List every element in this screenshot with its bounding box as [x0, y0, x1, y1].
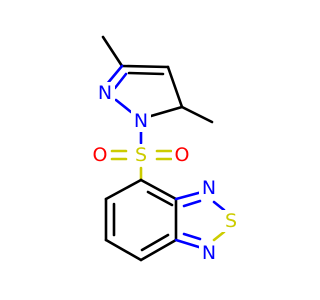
sulfonyl-group — [110, 129, 173, 182]
atom-s-sulfonyl: S — [135, 144, 147, 166]
benzene-ring — [104, 178, 178, 262]
molecule-diagram: N N S O O N S N — [90, 35, 241, 264]
bond-c7a-c7-inner — [140, 233, 170, 252]
atom-n-pyrazole-2: N — [98, 82, 112, 104]
thiadiazole-ring — [174, 190, 226, 250]
bond-n2-c3-inner — [113, 72, 128, 90]
bond-c4a — [139, 178, 178, 201]
atom-n-pyrazole-1: N — [134, 110, 148, 132]
bond-c3a-n-top — [174, 190, 204, 201]
atom-s-thiadiazole: S — [225, 210, 237, 232]
bond-c3-c4 — [120, 64, 170, 69]
bond-c3-methyl — [101, 35, 124, 68]
bond-c3-c4-inner — [127, 71, 165, 76]
pyrazole-ring — [101, 35, 214, 124]
bond-c4a-inner — [146, 190, 174, 207]
bond-c4-c5 — [166, 65, 184, 109]
atom-n-thiadiazole-top: N — [202, 177, 216, 199]
bond-n1-n2 — [114, 98, 133, 114]
bond-c5-methyl — [180, 105, 214, 124]
atom-labels: N N S O O N S N — [90, 82, 241, 264]
bond-c7a-c7 — [139, 238, 178, 262]
atom-o-left: O — [93, 144, 108, 166]
bond-n-bottom-c7a — [174, 238, 204, 250]
bond-c5-c4 — [104, 178, 143, 201]
bond-n-top-s — [212, 200, 226, 212]
atom-n-thiadiazole-bottom: N — [202, 242, 216, 264]
bond-s-n-bottom — [212, 230, 226, 242]
bond-c5-n1 — [149, 105, 184, 118]
bond-n-bottom-c7a-inner — [182, 232, 202, 241]
bond-n2-c3 — [105, 64, 124, 86]
bond-c3a-n-top-inner — [182, 199, 202, 208]
atom-o-right: O — [175, 144, 190, 166]
bond-c7-c6 — [104, 238, 143, 262]
